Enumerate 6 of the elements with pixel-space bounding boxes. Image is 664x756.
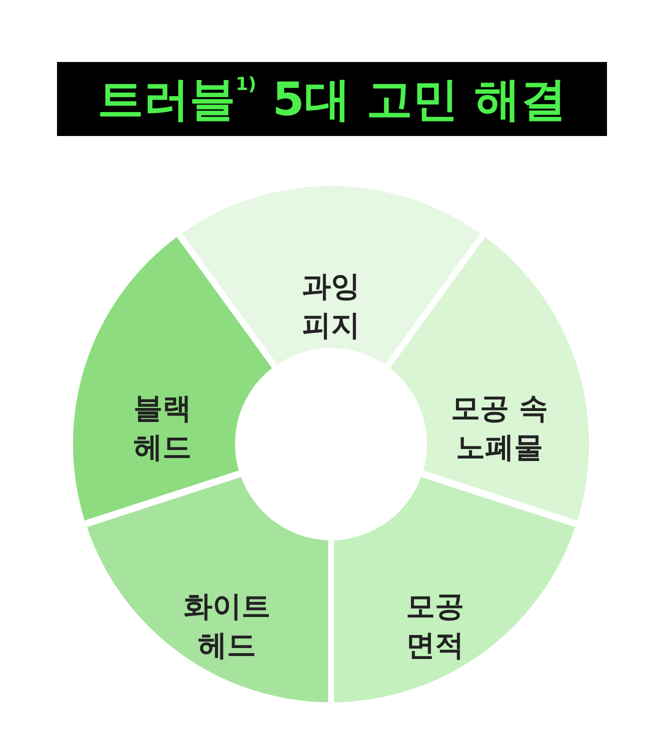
segment-label: 화이트 헤드 [182, 588, 272, 664]
segment-label: 모공 속 노폐물 [450, 390, 549, 466]
segment-label: 과잉 피지 [300, 268, 361, 344]
segment-label: 모공 면적 [405, 588, 466, 664]
title-banner: 트러블$^{1)}$ 5대 고민 해결 [57, 62, 607, 136]
segment-label: 블랙 헤드 [132, 390, 193, 466]
